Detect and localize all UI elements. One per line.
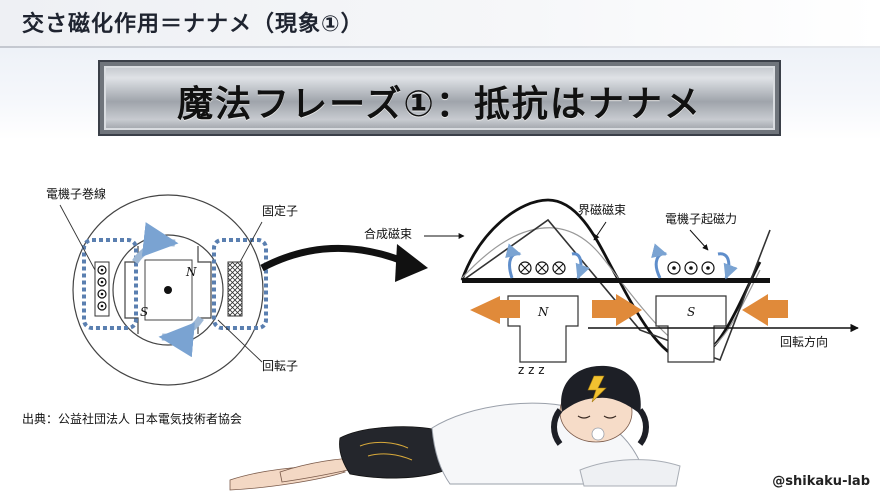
- header-divider: [0, 46, 880, 48]
- transition-arrow-head: [395, 244, 428, 282]
- rotor-label: 回転子: [262, 359, 298, 373]
- stator-label: 固定子: [262, 203, 298, 218]
- sleep-mark: z z z: [518, 363, 545, 377]
- conductors-cross: [518, 261, 566, 275]
- credit-handle: @shikaku-lab: [772, 474, 870, 489]
- swirl-arrow-top: [132, 222, 179, 265]
- resultant-flux-curve: [461, 227, 761, 353]
- rotor-shaft: [164, 286, 172, 294]
- armature-slot-right: [227, 261, 243, 317]
- conductors-dot: [667, 261, 715, 275]
- armature-winding-label: 電機子巻線: [46, 186, 106, 201]
- n-pole-block: [507, 295, 579, 363]
- south-pole-label: S: [140, 305, 148, 319]
- waveform-diagram: N S 合成磁束 界磁磁束 電機子起磁力: [364, 198, 859, 377]
- swirl-arrow-bottom: [158, 315, 204, 358]
- source-caption: 出典：公益社団法人 日本電気技術者協会: [22, 412, 242, 426]
- motor-diagram: N S 電機子巻線 固定子 回転子: [46, 186, 298, 386]
- rotation-direction-label: 回転方向: [780, 334, 828, 349]
- page-title: 交さ磁化作用＝ナナメ（現象①）: [22, 12, 364, 37]
- force-arrow-right: [742, 294, 788, 326]
- banner-title: 魔法フレーズ①：抵抗はナナメ: [177, 84, 702, 125]
- banner-plate: 魔法フレーズ①：抵抗はナナメ: [98, 60, 781, 136]
- shorts: [339, 426, 447, 479]
- field-flux-label: 界磁磁束: [578, 202, 626, 217]
- s-pole-block: [655, 295, 727, 363]
- armature-mmf-label: 電機子起磁力: [665, 211, 737, 226]
- airgap-bar: [462, 278, 770, 283]
- sleeping-character-illustration: [229, 365, 681, 491]
- resultant-flux-label: 合成磁束: [364, 226, 412, 241]
- dotted-highlight-right: [212, 238, 268, 330]
- force-arrow-left: [470, 296, 520, 324]
- dotted-highlight-left: [82, 238, 138, 330]
- north-pole-label: N: [185, 265, 197, 279]
- armature-slot-left: [94, 261, 110, 317]
- force-arrow-center: [592, 294, 642, 326]
- n-pole-label: N: [537, 305, 549, 319]
- stator-outline: [72, 194, 264, 386]
- header-bar: 交さ磁化作用＝ナナメ（現象①）: [0, 0, 880, 46]
- hair-clip: [587, 375, 607, 403]
- transition-arrow: [260, 244, 407, 272]
- s-pole-label: S: [687, 305, 695, 319]
- armature-mmf-curve: [461, 218, 771, 362]
